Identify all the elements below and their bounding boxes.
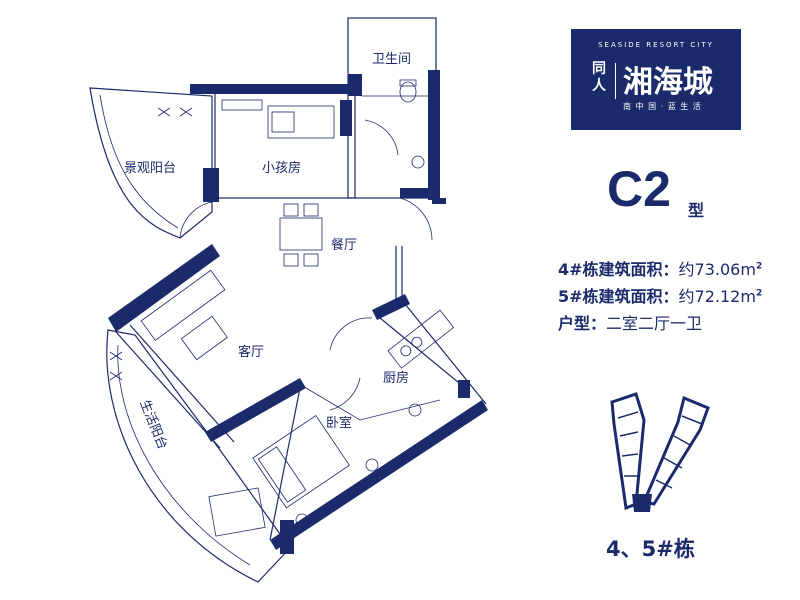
service-balcony-outline (106, 329, 291, 583)
wall (108, 244, 220, 332)
wall (190, 84, 355, 94)
unit-type-suffix: 型 (688, 201, 705, 220)
dining-chair (303, 253, 319, 267)
logo-divider (615, 63, 616, 99)
spec-layout: 户型：二室二厅一卫 (558, 310, 702, 334)
wall (428, 70, 440, 200)
dining-chair (283, 253, 299, 267)
toilet-tank (399, 79, 417, 87)
logo-slogan: 南 中 国 · 蓝 生 活 (623, 102, 702, 111)
building-detail (655, 415, 703, 489)
spec-value: 二室二厅一卫 (606, 314, 703, 333)
fan-icon (109, 107, 193, 381)
room-label-living: 客厅 (238, 344, 264, 360)
spec-label: 户型： (558, 314, 607, 333)
sink-icon (411, 155, 425, 169)
door-swing (329, 377, 361, 411)
coffee-table (180, 315, 228, 361)
wall (432, 198, 446, 204)
kids-bed-pillow (271, 111, 295, 133)
kids-wardrobe (221, 99, 263, 111)
spec-area-5: 5#栋建筑面积：约72.12m2 (558, 283, 762, 307)
room-label-kids-room: 小孩房 (262, 160, 301, 176)
bedroom-wall-line (269, 387, 301, 541)
building-highlight (632, 494, 652, 512)
kitchen-wall-line (404, 303, 487, 405)
dining-chair (303, 203, 319, 217)
spec-value: 约73.06m (678, 260, 756, 279)
wall (400, 188, 440, 198)
bed-pillow (257, 446, 307, 503)
bathroom-outline (347, 17, 437, 199)
dining-chair (283, 203, 299, 217)
dining-window (395, 246, 403, 300)
room-label-dining: 餐厅 (331, 237, 357, 253)
kitchen-wall-line (379, 317, 471, 393)
kids-bed (267, 105, 335, 139)
wall (203, 168, 219, 202)
toilet-icon (399, 81, 417, 103)
living-wall-line (115, 331, 221, 449)
spec-label: 5#栋建筑面积： (558, 287, 679, 306)
sofa (140, 269, 226, 341)
building-wing-left (610, 392, 646, 511)
living-wall-line (129, 324, 235, 443)
door-swing (179, 201, 213, 239)
service-balcony-inner (117, 344, 251, 566)
room-label-bathroom: 卫生间 (372, 52, 411, 67)
spec-label: 4#栋建筑面积： (558, 260, 679, 279)
kitchen-sink-icon (408, 403, 422, 417)
bed (252, 414, 350, 509)
wall (340, 100, 352, 136)
spec-unit-sup: 2 (755, 261, 763, 272)
unit-type-title: C2 (607, 161, 671, 217)
door-swing (329, 317, 373, 351)
view-balcony-inner (99, 94, 179, 229)
nightstand-icon (365, 458, 379, 472)
room-label-view-balcony: 景观阳台 (124, 161, 176, 176)
dining-table (279, 217, 323, 251)
spec-unit-sup: 2 (755, 288, 763, 299)
building-detail (617, 411, 639, 477)
spec-value: 约72.12m (678, 287, 756, 306)
kids-room-outline (214, 87, 356, 199)
logo-name: 湘海城 (623, 65, 713, 100)
stove-icon (400, 345, 412, 357)
kitchen-counter (387, 309, 455, 369)
stove-icon (411, 336, 423, 348)
wall (348, 74, 362, 96)
wall (280, 520, 294, 554)
brand-logo: SEASIDE RESORT CITY 同人 湘海城 南 中 国 · 蓝 生 活 (571, 29, 741, 130)
spec-area-4: 4#栋建筑面积：约73.06m2 (558, 256, 762, 280)
room-label-kitchen: 厨房 (383, 370, 409, 386)
building-wing-right (641, 395, 710, 506)
nightstand-icon (295, 513, 309, 527)
room-label-service-balcony: 生活阳台 (136, 398, 169, 452)
wall (372, 294, 410, 320)
room-label-bedroom: 卧室 (326, 415, 352, 431)
logo-left-text: 同人 (592, 61, 606, 94)
logo-english: SEASIDE RESORT CITY (598, 41, 714, 49)
washer-box (208, 487, 266, 537)
floor-plan: 卫生间 景观阳台 小孩房 餐厅 客厅 厨房 卧室 生活阳台 (89, 17, 488, 583)
door-swing (364, 119, 399, 156)
building-key-map (610, 392, 710, 512)
door-swing (399, 197, 433, 241)
building-label: 4、5#栋 (606, 537, 695, 561)
wall (205, 378, 306, 442)
bedroom-inner-line (305, 387, 441, 421)
wall (270, 400, 488, 550)
